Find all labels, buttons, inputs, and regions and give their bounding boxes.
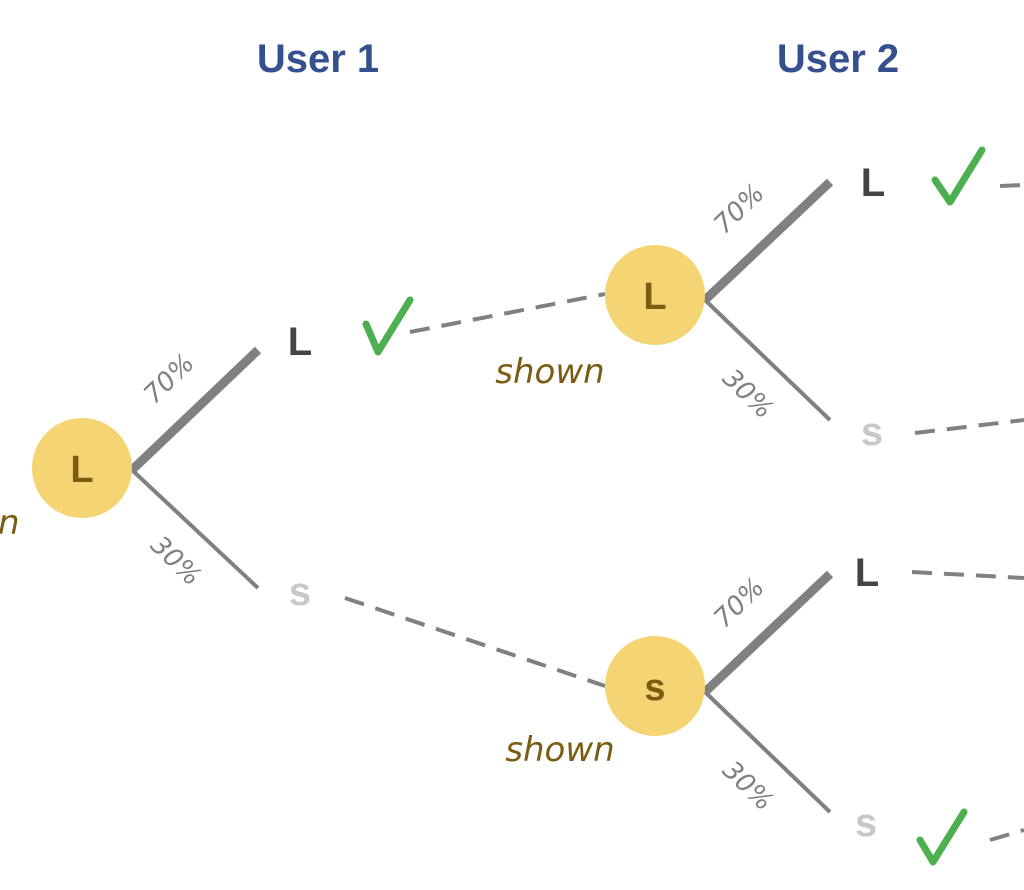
leaf-u1-bottom: s <box>289 570 311 614</box>
lower-node: s <box>605 636 705 736</box>
checkmark-icon <box>362 296 414 356</box>
leaf-u1-top: L <box>288 320 312 364</box>
root-node-label: L <box>70 449 93 491</box>
checkmark-icon <box>931 146 986 206</box>
connector-u2-lower-bottom-out <box>989 828 1024 842</box>
leaf-u2-upper-top: L <box>861 161 885 205</box>
branch-root-likely <box>128 346 262 474</box>
leaf-u2-lower-top: L <box>855 551 879 595</box>
branch-upper-unlikely <box>703 298 832 422</box>
user1-header: User 1 <box>257 37 379 81</box>
partial-label-left: n <box>0 503 20 543</box>
leaf-u2-lower-bottom: s <box>855 801 877 845</box>
upper-node: L <box>605 245 705 345</box>
branch-lower-unlikely <box>703 690 832 814</box>
shown-label-upper: shown <box>495 352 604 392</box>
pct-upper-unlikely: 30% <box>716 363 778 425</box>
branch-upper-likely <box>701 178 834 304</box>
pct-root-likely: 70% <box>138 348 200 410</box>
pct-upper-likely: 70% <box>708 178 770 240</box>
shown-label-lower: shown <box>505 730 614 770</box>
checkmark-icon <box>916 808 968 866</box>
connector-u2-upper-top-out <box>999 183 1024 188</box>
connector-u2-lower-top-out <box>911 570 1024 580</box>
user2-header: User 2 <box>777 37 899 81</box>
leaf-u2-upper-bottom: s <box>861 410 883 454</box>
branch-root-unlikely <box>130 468 260 590</box>
pct-root-unlikely: 30% <box>144 530 206 592</box>
connector-u2-upper-bottom-out <box>914 418 1024 435</box>
lower-node-label: s <box>644 667 665 709</box>
pct-lower-likely: 70% <box>708 572 770 634</box>
pct-lower-unlikely: 30% <box>716 755 778 817</box>
upper-node-label: L <box>643 276 666 318</box>
connector-u1-top-to-upper-node <box>409 292 606 334</box>
root-node: L <box>32 418 132 518</box>
connector-u1-bottom-to-lower-node <box>344 596 606 688</box>
branch-lower-likely <box>701 570 834 696</box>
